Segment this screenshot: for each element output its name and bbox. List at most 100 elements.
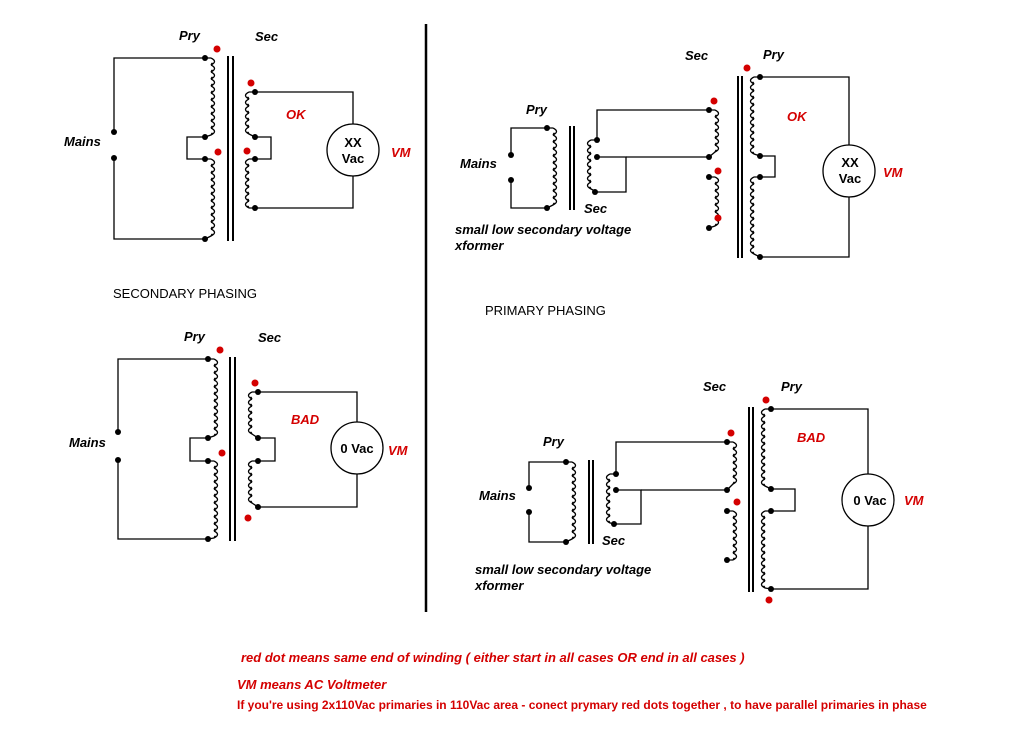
terminal-dot	[202, 134, 208, 140]
bad-label: BAD	[797, 430, 826, 445]
voltmeter-circle	[841, 473, 895, 527]
vm-note: VM means AC Voltmeter	[237, 677, 387, 692]
terminal-dot	[768, 406, 774, 412]
meter-reading-line2: Vac	[342, 151, 364, 166]
small-xformer-label-line2: xformer	[474, 578, 524, 593]
small-xformer-label-line1: small low secondary voltage	[455, 222, 631, 237]
small-pry-label: Pry	[526, 102, 548, 117]
terminal-dot	[706, 225, 712, 231]
terminal-dot	[592, 189, 598, 195]
pry-label: Pry	[763, 47, 785, 62]
terminal-dot	[111, 129, 117, 135]
terminal-dot	[205, 356, 211, 362]
small-xformer-label-line2: xformer	[454, 238, 504, 253]
phase-dot	[214, 148, 222, 156]
parallel-primaries-note: If you're using 2x110Vac primaries in 11…	[237, 698, 927, 712]
vm-label: VM	[391, 145, 412, 160]
terminal-dot	[255, 389, 261, 395]
voltmeter-circle	[822, 144, 876, 198]
sec-label: Sec	[703, 379, 727, 394]
terminal-dot	[724, 487, 730, 493]
small-sec-label: Sec	[602, 533, 626, 548]
terminal-dot	[252, 134, 258, 140]
terminal-dot	[613, 487, 619, 493]
terminal-dots	[111, 55, 774, 592]
phase-dot	[733, 498, 741, 506]
phase-dot	[762, 396, 770, 404]
phase-dot	[710, 97, 718, 105]
vm-label: VM	[388, 443, 409, 458]
sec-label: Sec	[258, 330, 282, 345]
terminal-dot	[115, 457, 121, 463]
primary-phasing-ok-circuit	[510, 76, 876, 258]
vm-label: VM	[904, 493, 925, 508]
sec-label: Sec	[255, 29, 279, 44]
red-dot-note: red dot means same end of winding ( eith…	[241, 650, 745, 665]
meter-reading-line1: XX	[344, 135, 362, 150]
secondary-phasing-ok-circuit	[113, 56, 380, 241]
terminal-dot	[526, 509, 532, 515]
terminal-dot	[252, 156, 258, 162]
mains-label: Mains	[479, 488, 516, 503]
terminal-dot	[205, 458, 211, 464]
terminal-dot	[544, 205, 550, 211]
terminal-dot	[115, 429, 121, 435]
meter-reading-line1: XX	[841, 155, 859, 170]
primary-phasing-title: PRIMARY PHASING	[485, 303, 606, 318]
ok-label: OK	[787, 109, 808, 124]
terminal-dot	[202, 55, 208, 61]
pry-label: Pry	[179, 28, 201, 43]
phase-dots	[213, 45, 773, 604]
terminal-dot	[202, 236, 208, 242]
secondary-phasing-bad-circuit	[117, 357, 384, 541]
terminal-dot	[768, 508, 774, 514]
meter-reading-line2: Vac	[839, 171, 861, 186]
phase-dot	[743, 64, 751, 72]
phase-dot	[714, 167, 722, 175]
phase-dot	[765, 596, 773, 604]
mains-label: Mains	[64, 134, 101, 149]
terminal-dot	[255, 458, 261, 464]
terminal-dot	[111, 155, 117, 161]
terminal-dot	[768, 486, 774, 492]
phase-dot	[218, 449, 226, 457]
ok-label: OK	[286, 107, 307, 122]
terminal-dot	[563, 539, 569, 545]
terminal-dot	[563, 459, 569, 465]
phase-dot	[213, 45, 221, 53]
terminal-dot	[757, 254, 763, 260]
terminal-dot	[706, 174, 712, 180]
pry-label: Pry	[184, 329, 206, 344]
terminal-dot	[255, 435, 261, 441]
terminal-dot	[594, 154, 600, 160]
terminal-dot	[724, 557, 730, 563]
phase-dot	[247, 79, 255, 87]
terminal-dot	[205, 536, 211, 542]
terminal-dot	[706, 154, 712, 160]
mains-label: Mains	[69, 435, 106, 450]
terminal-dot	[508, 177, 514, 183]
mains-label: Mains	[460, 156, 497, 171]
sec-label: Sec	[685, 48, 709, 63]
terminal-dot	[768, 586, 774, 592]
terminal-dot	[724, 439, 730, 445]
voltmeter-circle	[330, 421, 384, 475]
phase-dot	[714, 214, 722, 222]
meter-reading: 0 Vac	[853, 493, 886, 508]
terminal-dot	[544, 125, 550, 131]
terminal-dot	[757, 74, 763, 80]
terminal-dot	[757, 153, 763, 159]
vm-label: VM	[883, 165, 904, 180]
terminal-dot	[526, 485, 532, 491]
terminal-dot	[202, 156, 208, 162]
meter-reading: 0 Vac	[340, 441, 373, 456]
phase-dot	[216, 346, 224, 354]
primary-phasing-bad-circuit	[528, 407, 895, 592]
pry-label: Pry	[781, 379, 803, 394]
terminal-dot	[613, 471, 619, 477]
terminal-dot	[252, 89, 258, 95]
secondary-phasing-title: SECONDARY PHASING	[113, 286, 257, 301]
terminal-dot	[611, 521, 617, 527]
terminal-dot	[706, 107, 712, 113]
